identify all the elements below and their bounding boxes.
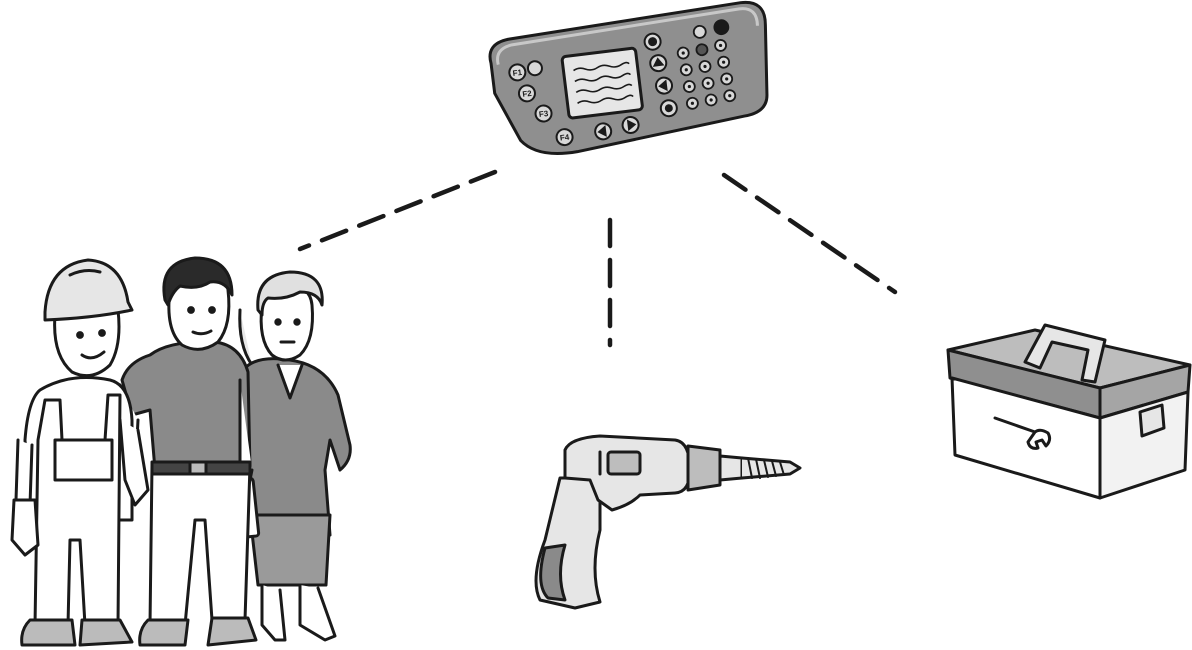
control-terminal: F1 F2 F3 F4 bbox=[487, 0, 778, 161]
drill-chuck bbox=[688, 446, 720, 490]
worker-hardhat bbox=[12, 260, 148, 645]
f4-key: F4 bbox=[556, 128, 574, 146]
f3-key: F3 bbox=[535, 105, 553, 123]
f4-label: F4 bbox=[559, 133, 570, 143]
toolbox bbox=[948, 325, 1190, 498]
tshirt-pants bbox=[150, 465, 250, 625]
drill-grip bbox=[541, 545, 565, 600]
f1-aux-key bbox=[527, 60, 543, 76]
f3-label: F3 bbox=[538, 109, 549, 119]
drill bbox=[536, 436, 800, 608]
f1-key: F1 bbox=[508, 63, 526, 81]
f2-label: F2 bbox=[522, 89, 533, 99]
woman-skirt bbox=[250, 515, 330, 585]
drill-window bbox=[608, 452, 640, 474]
hardhat bbox=[45, 260, 132, 320]
connector-to-toolbox bbox=[724, 175, 895, 292]
f2-key: F2 bbox=[518, 84, 536, 102]
glove-left bbox=[12, 500, 38, 555]
connector-to-people bbox=[300, 172, 495, 249]
connectors bbox=[300, 172, 895, 345]
f1-label: F1 bbox=[512, 68, 523, 78]
terminal-screen bbox=[562, 48, 643, 119]
people-group bbox=[12, 258, 350, 645]
